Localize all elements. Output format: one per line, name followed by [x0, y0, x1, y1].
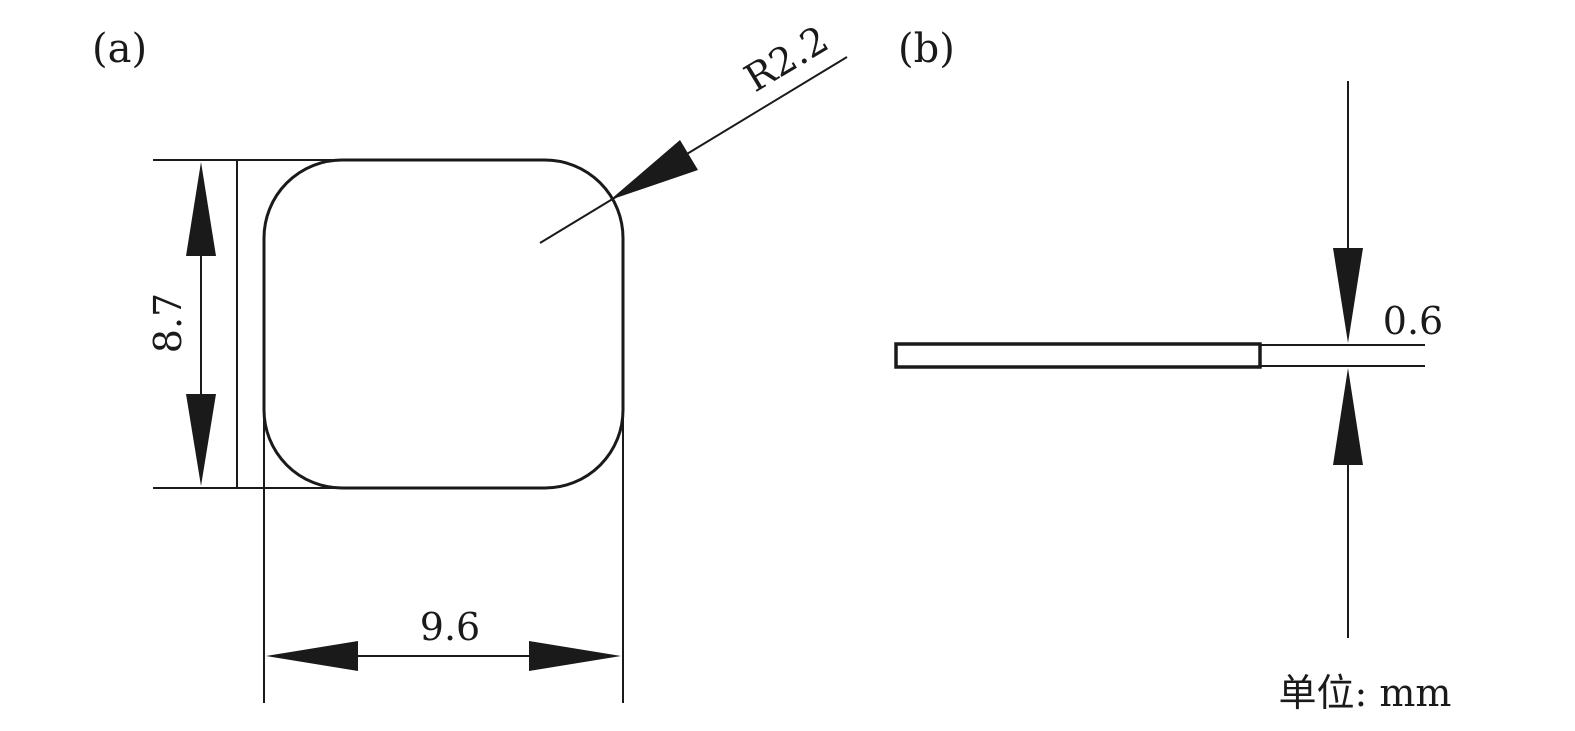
thickness-dimension-label: 0.6: [1383, 299, 1443, 343]
radius-dimension-label: R2.2: [737, 17, 836, 101]
width-arrow-left: [266, 641, 358, 671]
thickness-arrow-down: [1333, 248, 1363, 343]
plate-side-view: [894, 342, 1262, 369]
panel-b-label: (b): [898, 26, 955, 72]
panel-b: (b) 0.6: [894, 26, 1443, 638]
width-arrow-right: [529, 641, 621, 671]
height-arrow-bottom: [186, 394, 216, 486]
panel-a: (a) 8.7 9.6 R2.2: [92, 17, 848, 703]
thickness-arrow-up: [1333, 368, 1363, 465]
panel-a-label: (a): [92, 26, 147, 72]
units-note: 单位: mm: [1279, 671, 1452, 715]
radius-arrow: [610, 140, 698, 200]
height-dimension-label: 8.7: [146, 293, 190, 353]
radius-leader-line: [539, 56, 848, 244]
width-dimension-label: 9.6: [420, 605, 480, 649]
height-arrow-top: [186, 162, 216, 256]
rounded-square-outline: [262, 158, 625, 490]
